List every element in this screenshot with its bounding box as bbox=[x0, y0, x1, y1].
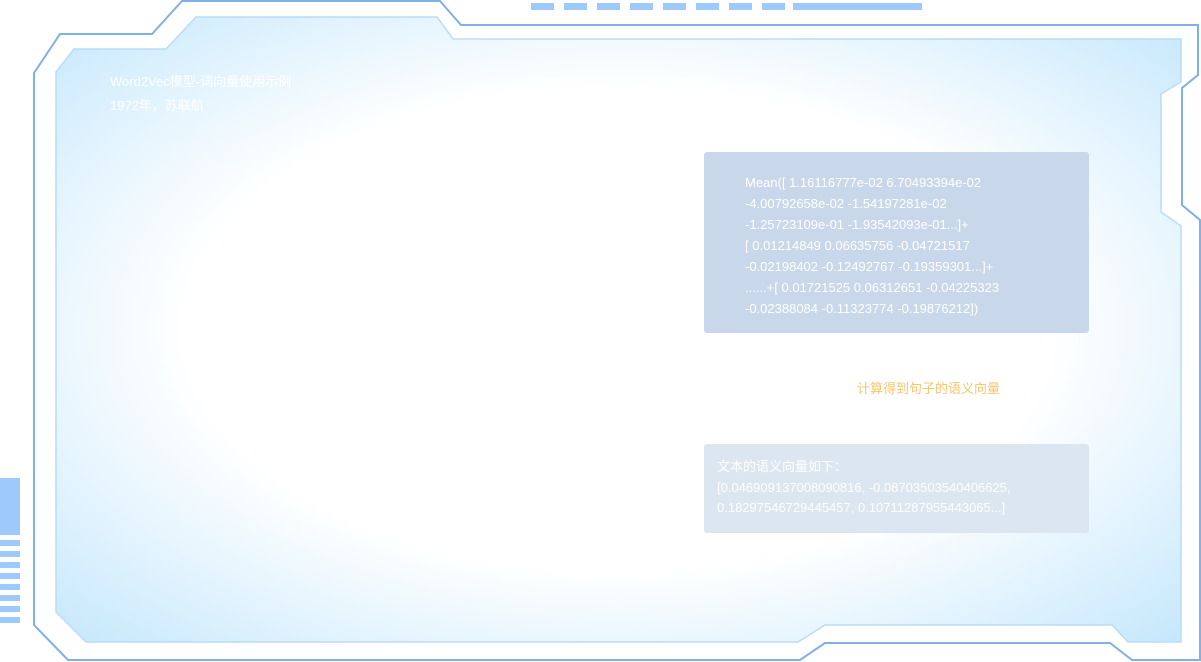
deco-dash bbox=[630, 3, 653, 10]
deco-side-bar bbox=[0, 551, 20, 557]
result-line: [0.046909137008090816, -0.08703503540406… bbox=[717, 479, 1011, 495]
deco-dash bbox=[762, 3, 785, 10]
deco-dash bbox=[793, 3, 922, 10]
vector-line: -1.25723109e-01 -1.93542093e-01...]+ bbox=[745, 217, 969, 232]
subtitle-text: 1972年，苏联航 bbox=[110, 98, 204, 113]
result-line: 0.18297546729445457, 0.10711287955443065… bbox=[717, 500, 1006, 515]
result-label: 文本的语义向量如下： bbox=[717, 459, 848, 474]
vector-line: -0.02198402 -0.12492767 -0.19359301...]+ bbox=[745, 259, 994, 274]
deco-dash bbox=[696, 3, 719, 10]
deco-side-bar bbox=[0, 540, 20, 546]
vector-line: [ 0.01214849 0.06635756 -0.04721517 bbox=[745, 238, 970, 253]
vector-line: -0.02388084 -0.11323774 -0.19876212]) bbox=[745, 301, 979, 316]
deco-dash bbox=[663, 3, 686, 10]
deco-side-bar bbox=[0, 606, 20, 612]
deco-side-bar bbox=[0, 562, 20, 568]
deco-side-bar bbox=[0, 584, 20, 590]
deco-dash bbox=[531, 3, 554, 10]
deco-dash bbox=[729, 3, 752, 10]
result-vector-box: 文本的语义向量如下： [0.046909137008090816, -0.087… bbox=[704, 444, 1089, 533]
vector-line: ......+[ 0.01721525 0.06312651 -0.042253… bbox=[745, 280, 1000, 295]
deco-side-bar bbox=[0, 478, 20, 535]
deco-side-bar bbox=[0, 617, 20, 623]
vector-line: Mean([ 1.16116777e-02 6.70493394e-02 bbox=[745, 175, 982, 190]
deco-side-bar bbox=[0, 595, 20, 601]
deco-side-bar bbox=[0, 573, 20, 579]
page-title: Word2Vec模型-词向量使用示例 bbox=[110, 74, 292, 89]
mean-vector-box: Mean([ 1.16116777e-02 6.70493394e-02 -4.… bbox=[704, 152, 1089, 333]
deco-dash bbox=[597, 3, 620, 10]
vector-line: -4.00792658e-02 -1.54197281e-02 bbox=[745, 196, 947, 211]
caption-text: 计算得到句子的语义向量 bbox=[857, 381, 1001, 396]
deco-dash bbox=[564, 3, 587, 10]
